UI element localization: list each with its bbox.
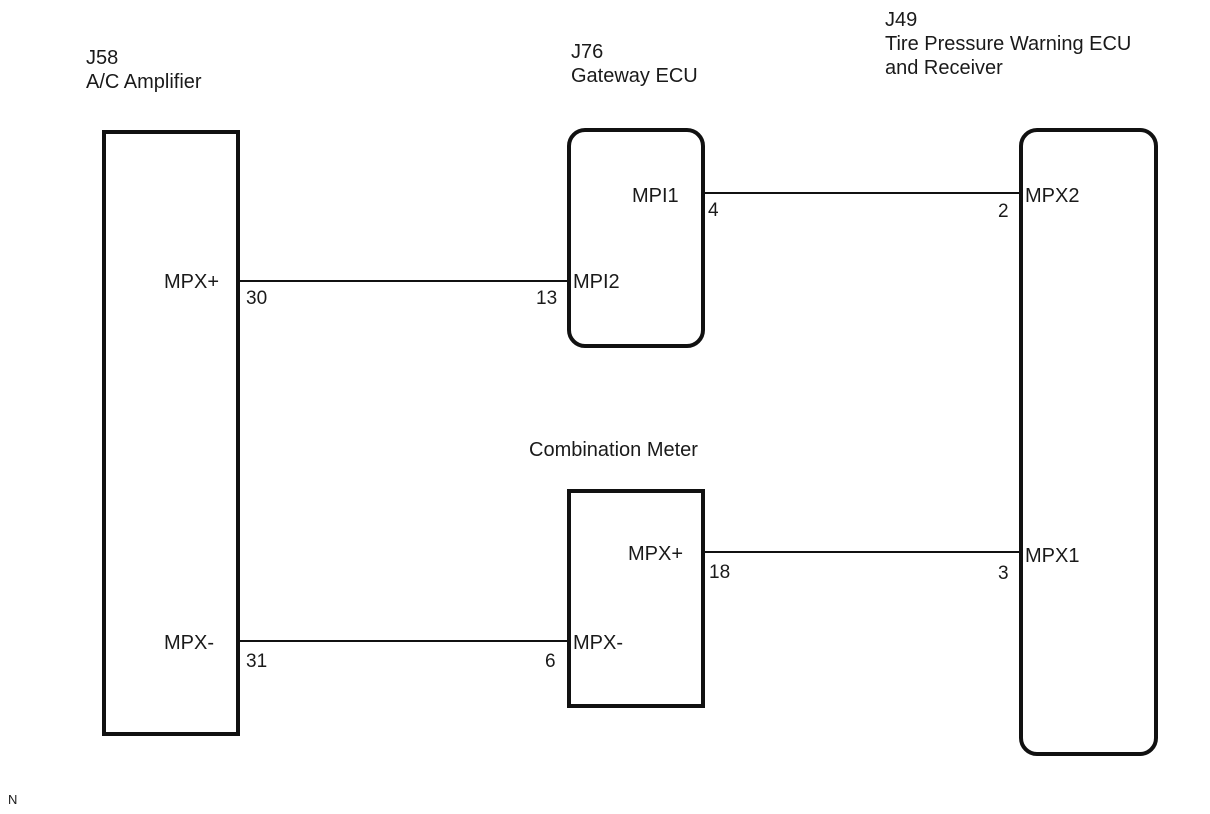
tire-pressure-ecu-pin-mpx2-label: MPX2 <box>1025 185 1080 207</box>
combination-meter-pin-mpx-plus-label: MPX+ <box>628 543 684 565</box>
tire-pressure-ecu-name-line2: and Receiver <box>885 57 1003 79</box>
combination-meter-title: Combination Meter <box>529 439 698 461</box>
gateway-ecu-pin-13-number: 13 <box>536 288 558 309</box>
gateway-ecu-name: Gateway ECU <box>571 65 698 87</box>
ac-amplifier-box <box>102 130 240 736</box>
combination-meter-pin-mpx-minus-label: MPX- <box>573 632 623 654</box>
tire-pressure-ecu-pin-mpx1-label: MPX1 <box>1025 545 1080 567</box>
tire-pressure-ecu-title: J49 Tire Pressure Warning ECU and Receiv… <box>885 8 1131 80</box>
tire-pressure-ecu-pin-3-number: 3 <box>998 563 1009 584</box>
gateway-ecu-pin-mpi2-label: MPI2 <box>573 271 620 293</box>
ac-amplifier-pin-mpx-plus-label: MPX+ <box>164 271 220 293</box>
combination-meter-pin-18-number: 18 <box>709 562 731 583</box>
footer-note: N <box>8 792 18 807</box>
tire-pressure-ecu-box <box>1019 128 1158 756</box>
tire-pressure-ecu-pin-2-number: 2 <box>998 201 1009 222</box>
tire-pressure-ecu-code: J49 <box>885 9 918 31</box>
gateway-ecu-title: J76 Gateway ECU <box>571 40 698 88</box>
wire-mpx-minus-to-meter <box>240 640 567 642</box>
combination-meter-pin-6-number: 6 <box>545 651 556 672</box>
ac-amplifier-title: J58 A/C Amplifier <box>86 46 202 94</box>
combination-meter-box <box>567 489 705 708</box>
gateway-ecu-pin-4-number: 4 <box>708 200 719 221</box>
ac-amplifier-pin-31-number: 31 <box>246 651 268 672</box>
wire-meter-mpx-plus-to-mpx1 <box>705 551 1019 553</box>
wire-mpi1-to-mpx2 <box>705 192 1019 194</box>
ac-amplifier-pin-30-number: 30 <box>246 288 268 309</box>
gateway-ecu-pin-mpi1-label: MPI1 <box>632 185 679 207</box>
ac-amplifier-name: A/C Amplifier <box>86 71 202 93</box>
gateway-ecu-box <box>567 128 705 348</box>
ac-amplifier-pin-mpx-minus-label: MPX- <box>164 632 214 654</box>
ac-amplifier-code: J58 <box>86 47 119 69</box>
wire-mpx-plus-to-mpi2 <box>240 280 567 282</box>
gateway-ecu-code: J76 <box>571 41 604 63</box>
tire-pressure-ecu-name-line1: Tire Pressure Warning ECU <box>885 33 1132 55</box>
